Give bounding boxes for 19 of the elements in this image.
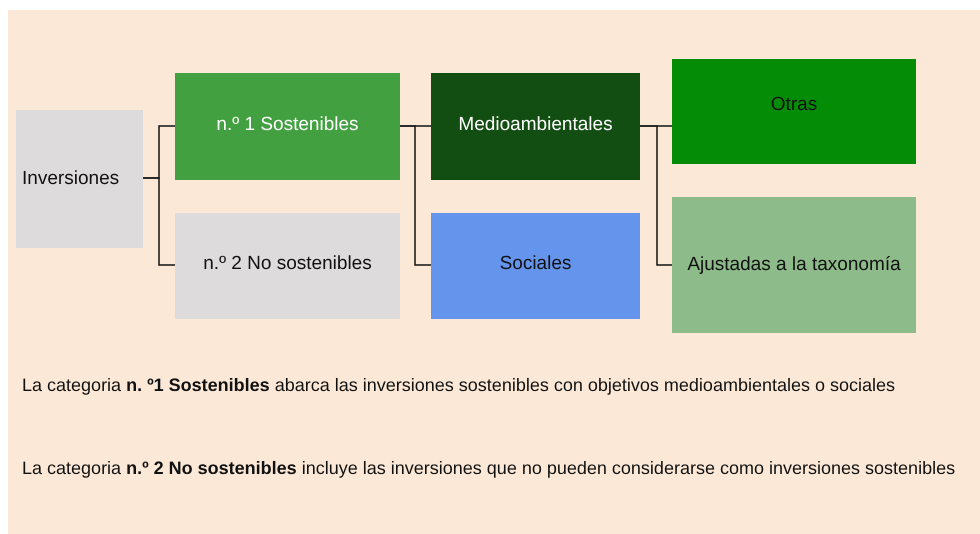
- category-box: [431, 213, 640, 319]
- category-box: [175, 213, 400, 319]
- category-box: [175, 73, 400, 180]
- category-box: [16, 110, 143, 248]
- box-label: Ajustadas a la taxonomía: [687, 252, 901, 277]
- note-paragraph: La categoria n.º 2 No sostenibles incluye las inversiones que no pueden considerarse como inversiones sostenibles: [22, 457, 956, 480]
- category-box: [431, 73, 640, 180]
- box-label: n.º 1 Sostenibles: [216, 113, 359, 137]
- connector-line: [400, 125, 431, 266]
- box-label: Inversiones: [22, 166, 120, 191]
- connector-line: [640, 125, 672, 266]
- box-label: Otras: [770, 93, 818, 117]
- category-box: [672, 197, 916, 333]
- category-box: [672, 59, 916, 164]
- box-label: Sociales: [500, 252, 572, 276]
- note-paragraph: La categoria n. º1 Sostenibles abarca las inversiones sostenibles con objetivos medioambientales o sociales: [22, 374, 896, 397]
- box-label: n.º 2 No sostenibles: [203, 252, 372, 276]
- box-label: Medioambientales: [458, 113, 613, 137]
- connector-line: [143, 177, 175, 266]
